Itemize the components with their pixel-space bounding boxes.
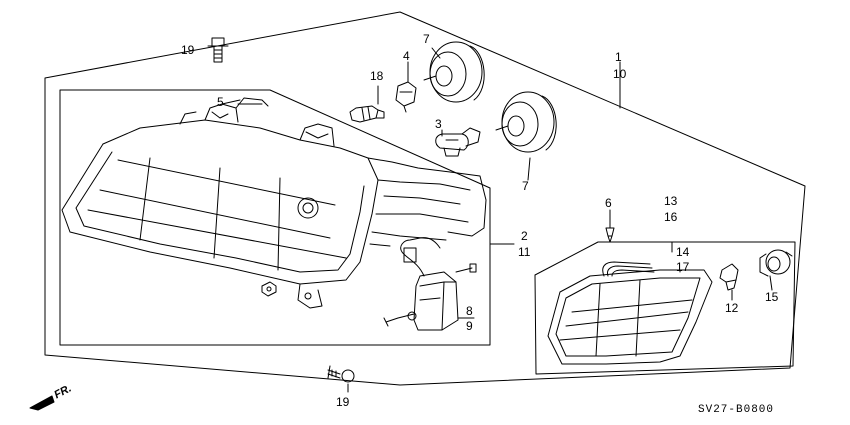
socket-4: [395, 81, 417, 113]
callout-5: 5: [217, 95, 224, 109]
bulb-3: [435, 127, 481, 157]
clip-5: [235, 97, 269, 109]
callout-4: 4: [403, 49, 410, 63]
callout-16: 16: [664, 210, 678, 224]
dust-cap-7-upper: [423, 41, 485, 103]
aiming-motor: [383, 237, 459, 331]
callout-7-lower: 7: [522, 179, 529, 193]
bolt-19-top: [207, 37, 229, 63]
headlight-group-boundary: [59, 89, 491, 346]
callout-1: 1: [615, 50, 622, 64]
bolt-19-bottom: [327, 365, 355, 383]
callout-11: 11: [518, 245, 531, 259]
housing-screw: [455, 263, 477, 273]
callout-6: 6: [605, 196, 612, 210]
callout-10: 10: [613, 67, 627, 81]
callout-19-top: 19: [181, 43, 195, 57]
callout-3: 3: [435, 117, 442, 131]
callout-12: 12: [725, 301, 739, 315]
callout-9: 9: [466, 319, 473, 333]
dust-cap-7-lower: [495, 91, 557, 153]
callout-19-bottom: 19: [336, 395, 350, 409]
callout-14: 14: [676, 245, 690, 259]
callout-8: 8: [466, 304, 473, 318]
headlight-housing: [61, 103, 487, 309]
assembly-boundary: [44, 11, 806, 386]
bulb-12: [719, 263, 739, 291]
screw-6: [605, 227, 615, 243]
corner-light-lens: [547, 261, 713, 365]
bulb-18: [349, 105, 385, 123]
socket-15: [759, 249, 793, 277]
callout-7-upper: 7: [423, 32, 430, 46]
leader-lines: [221, 47, 773, 393]
callout-18: 18: [370, 69, 384, 83]
housing-nut: [261, 281, 277, 297]
diagram-code: SV27-B0800: [698, 404, 775, 416]
corner-light-group-boundary: [534, 241, 796, 375]
direction-arrow-icon: [29, 395, 55, 411]
callout-17: 17: [676, 260, 690, 274]
callout-15: 15: [765, 290, 779, 304]
callout-13: 13: [664, 194, 678, 208]
callout-2: 2: [521, 229, 528, 243]
